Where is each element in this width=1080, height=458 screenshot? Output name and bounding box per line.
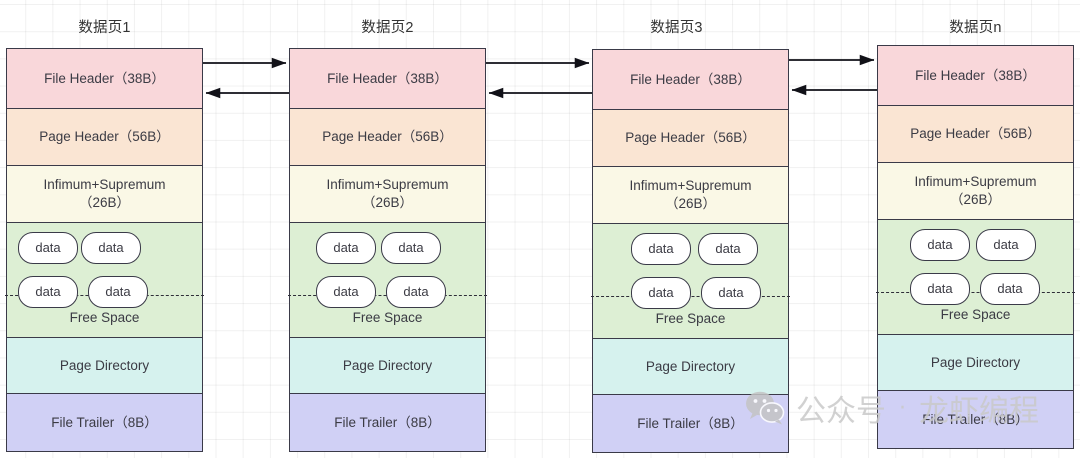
- free-space-label-1: Free Space: [69, 310, 140, 326]
- infimum-supremum-label-3: Infimum+Supremum （26B）: [629, 178, 752, 211]
- records-band-1: data data data data Free Space: [5, 223, 204, 338]
- page-title-2: 数据页2: [361, 20, 414, 36]
- record-pill: data: [316, 276, 376, 308]
- page-header-band-2: Page Header（56B）: [290, 109, 485, 166]
- record-pill: data: [631, 233, 691, 265]
- record-pill: data: [980, 273, 1040, 305]
- record-pill: data: [386, 276, 446, 308]
- records-band-3: data data data data Free Space: [591, 224, 790, 339]
- record-area-n: data data data data Free Space: [876, 220, 1075, 334]
- page-header-band-n: Page Header（56B）: [878, 106, 1073, 163]
- record-area-2: data data data data Free Space: [288, 223, 487, 337]
- record-pill: data: [910, 229, 970, 261]
- file-trailer-band-2: File Trailer（8B）: [290, 394, 485, 451]
- watermark: 公众号 · 龙虾编程: [745, 386, 1039, 430]
- record-pill: data: [698, 233, 758, 265]
- page-directory-band-n: Page Directory: [878, 335, 1073, 391]
- record-pill: data: [631, 277, 691, 309]
- infimum-supremum-band-n: Infimum+Supremum （26B）: [878, 163, 1073, 220]
- free-space-divider: [876, 292, 1075, 293]
- infimum-supremum-label-n: Infimum+Supremum （26B）: [914, 174, 1037, 207]
- record-pill: data: [18, 276, 78, 308]
- infimum-supremum-band-3: Infimum+Supremum （26B）: [593, 167, 788, 224]
- infimum-supremum-band-2: Infimum+Supremum （26B）: [290, 166, 485, 223]
- page-header-band-1: Page Header（56B）: [7, 109, 202, 166]
- record-pill: data: [381, 232, 441, 264]
- file-trailer-band-1: File Trailer（8B）: [7, 394, 202, 451]
- page-title-n: 数据页n: [949, 20, 1002, 36]
- watermark-name: 龙虾编程: [919, 394, 1039, 429]
- page-header-band-3: Page Header（56B）: [593, 110, 788, 167]
- file-header-band-2: File Header（38B）: [290, 49, 485, 109]
- record-pill: data: [316, 232, 376, 264]
- watermark-account-label: 公众号: [796, 394, 886, 429]
- infimum-supremum-label-2: Infimum+Supremum （26B）: [326, 177, 449, 210]
- page-directory-band-3: Page Directory: [593, 339, 788, 395]
- record-pill: data: [81, 232, 141, 264]
- record-pill: data: [18, 232, 78, 264]
- page-title-3: 数据页3: [650, 20, 703, 36]
- page-stack-2: File Header（38B） Page Header（56B） Infimu…: [288, 48, 487, 452]
- record-area-1: data data data data Free Space: [5, 223, 204, 337]
- records-band-2: data data data data Free Space: [288, 223, 487, 338]
- wechat-icon: [745, 391, 785, 425]
- page-stack-n: File Header（38B） Page Header（56B） Infimu…: [876, 45, 1075, 449]
- free-space-label-3: Free Space: [655, 311, 726, 327]
- file-header-band-3: File Header（38B）: [593, 50, 788, 110]
- free-space-label-n: Free Space: [940, 307, 1011, 323]
- records-band-n: data data data data Free Space: [876, 220, 1075, 335]
- record-area-3: data data data data Free Space: [591, 224, 790, 338]
- file-header-band-n: File Header（38B）: [878, 46, 1073, 106]
- page-directory-band-1: Page Directory: [7, 338, 202, 394]
- page-stack-1: File Header（38B） Page Header（56B） Infimu…: [5, 48, 204, 452]
- infimum-supremum-label-1: Infimum+Supremum （26B）: [43, 177, 166, 210]
- record-pill: data: [910, 273, 970, 305]
- file-trailer-band-n: File Trailer（8B）: [878, 391, 1073, 448]
- page-directory-band-2: Page Directory: [290, 338, 485, 394]
- record-pill: data: [701, 277, 761, 309]
- page-title-1: 数据页1: [78, 20, 131, 36]
- file-trailer-band-3: File Trailer（8B）: [593, 395, 788, 452]
- free-space-label-2: Free Space: [352, 310, 423, 326]
- watermark-separator: ·: [899, 395, 906, 421]
- file-header-band-1: File Header（38B）: [7, 49, 202, 109]
- record-pill: data: [88, 276, 148, 308]
- infimum-supremum-band-1: Infimum+Supremum （26B）: [7, 166, 202, 223]
- record-pill: data: [976, 229, 1036, 261]
- page-stack-3: File Header（38B） Page Header（56B） Infimu…: [591, 49, 790, 453]
